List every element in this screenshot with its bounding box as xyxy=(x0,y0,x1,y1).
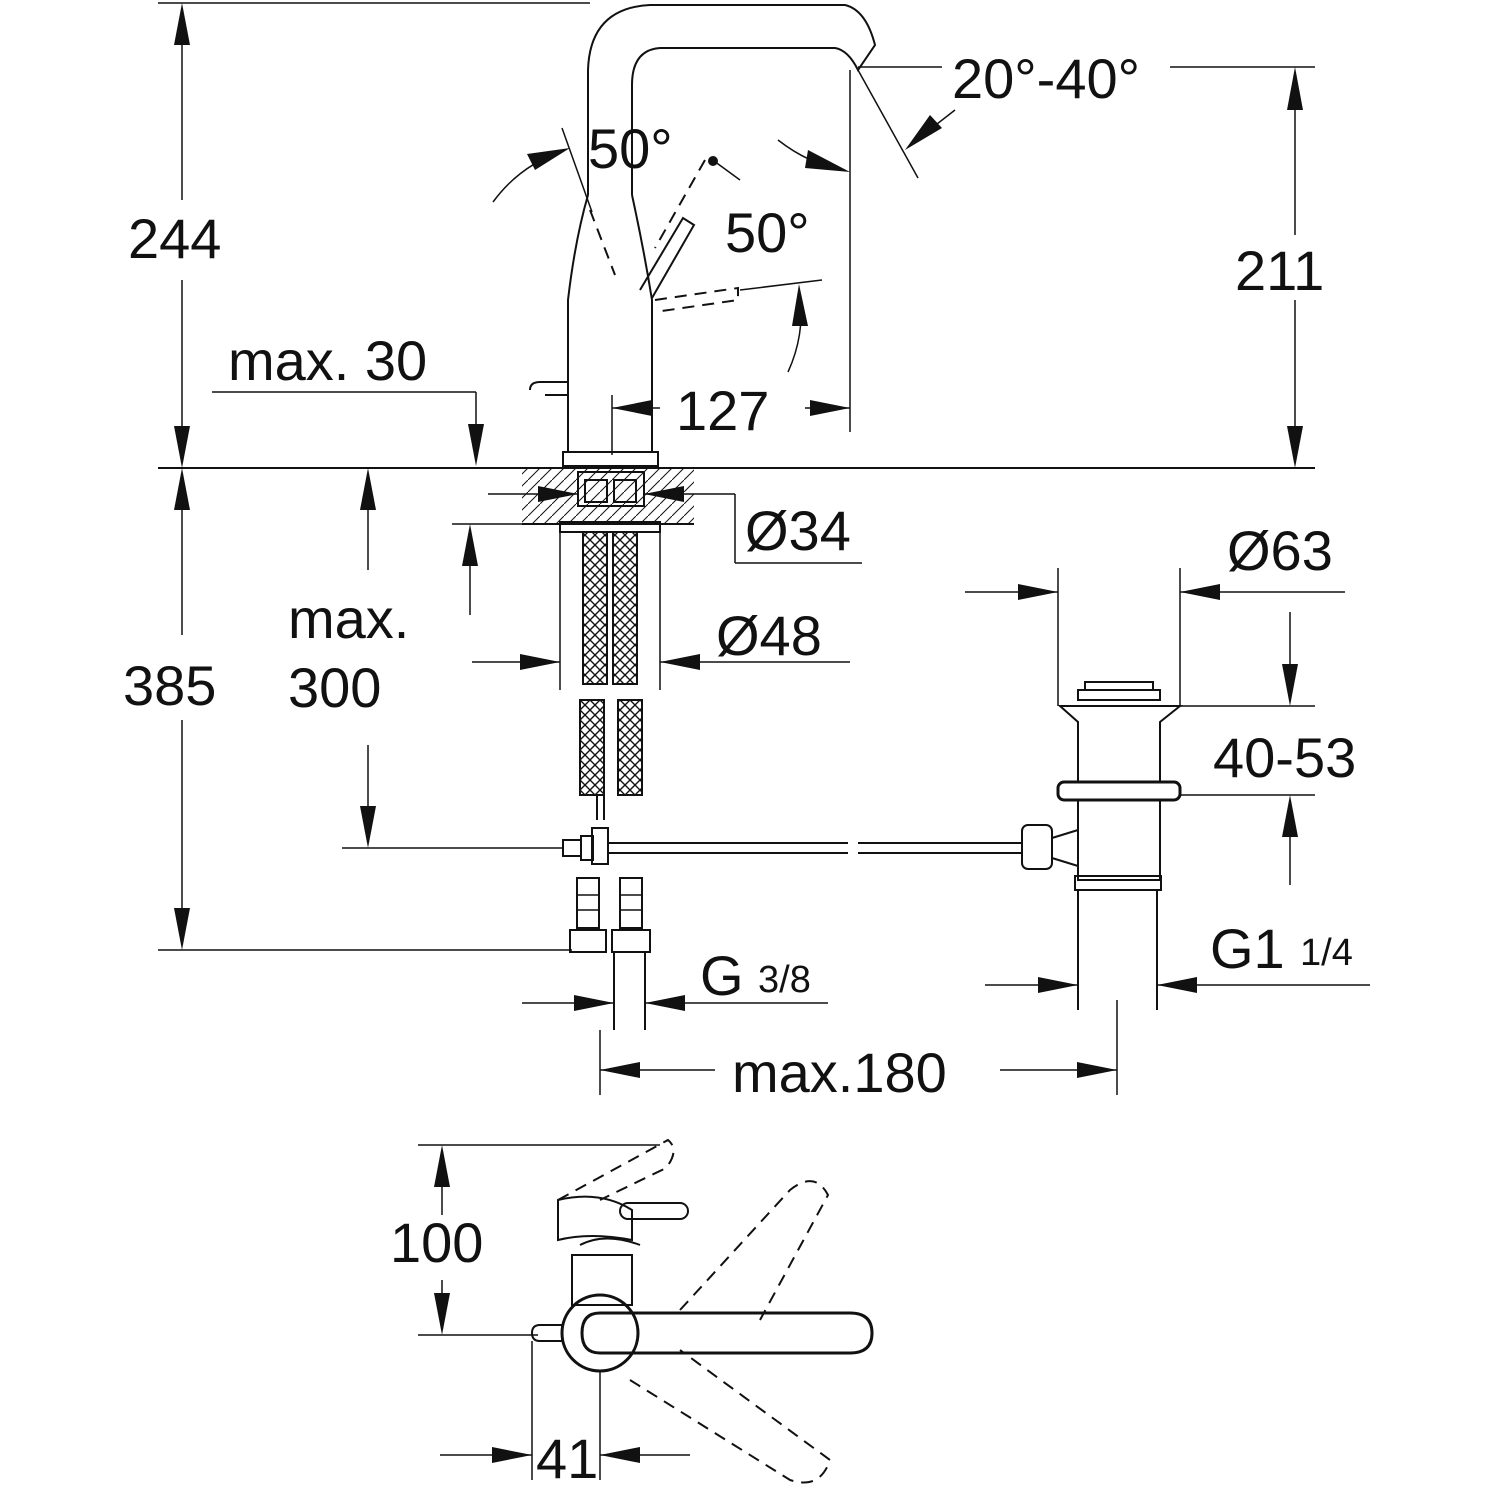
label-spout-height: 211 xyxy=(1235,239,1324,302)
label-max-hose-length-line1: max. xyxy=(288,587,409,650)
flexible-hoses xyxy=(579,531,643,796)
faucet-top-view xyxy=(530,1138,874,1484)
label-spout-reach: 127 xyxy=(676,379,769,442)
label-waste-thread: G1 xyxy=(1210,917,1285,980)
label-lever-angle-side: 50° xyxy=(725,201,810,264)
supply-connectors xyxy=(569,877,651,1030)
label-max-spacing: max.180 xyxy=(732,1041,947,1104)
label-supply-thread: G xyxy=(700,944,744,1007)
label-height-total: 244 xyxy=(128,207,221,270)
dimension-labels: 244 211 20°-40° 50° 50° max. 30 127 Ø34 … xyxy=(123,47,1356,1490)
dimension-lines xyxy=(158,2,1370,1480)
label-waste-range: 40-53 xyxy=(1213,726,1356,789)
label-flange-diameter: Ø48 xyxy=(716,604,822,667)
label-waste-thread-fraction: 1/4 xyxy=(1300,932,1353,974)
label-supply-thread-fraction: 3/8 xyxy=(758,959,811,1001)
label-max-deck-thickness: max. 30 xyxy=(228,329,427,392)
label-max-hose-length-line2: 300 xyxy=(288,656,381,719)
pop-up-waste xyxy=(1021,681,1183,1010)
pop-up-rod xyxy=(562,795,1022,865)
faucet-side-view xyxy=(529,4,877,467)
label-lever-depth: 100 xyxy=(390,1211,483,1274)
faucet-shank xyxy=(559,471,661,533)
label-lever-offset: 41 xyxy=(536,1427,598,1490)
label-spout-angle: 20°-40° xyxy=(952,47,1140,110)
label-lever-angle-top: 50° xyxy=(588,117,673,180)
label-hole-diameter: Ø34 xyxy=(745,499,851,562)
label-below-deck-height: 385 xyxy=(123,654,216,717)
label-waste-diameter: Ø63 xyxy=(1227,519,1333,582)
